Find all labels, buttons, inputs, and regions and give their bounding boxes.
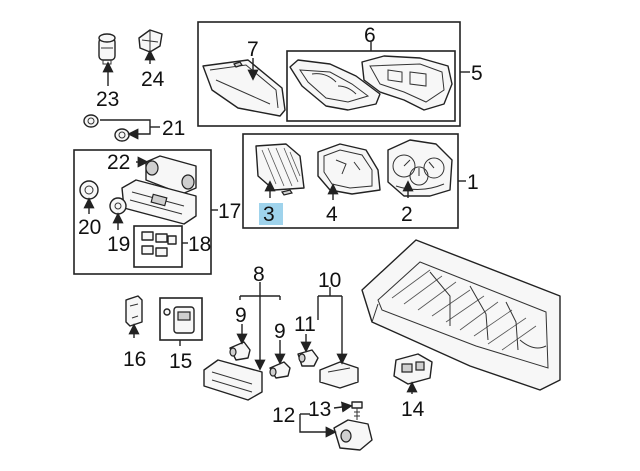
callout-7: 7 [247,38,259,61]
part-12-sensor[interactable] [333,419,373,451]
callout-10: 10 [318,269,341,292]
callout-9-right: 9 [274,320,286,343]
part-9-sensor-left[interactable] [229,341,251,361]
group-frame-5 [197,21,461,127]
callout-3-highlight [259,203,283,225]
part-8-switch-panel[interactable] [203,359,263,401]
part-10-switch[interactable] [319,361,359,389]
callout-1: 1 [467,171,479,194]
part-2-meter[interactable] [387,139,453,197]
part-19-knob[interactable] [109,197,127,215]
callout-19: 19 [107,233,130,256]
part-6-mask-left[interactable] [289,59,381,111]
part-9-sensor-right[interactable] [269,361,291,379]
part-11-sensor[interactable] [297,349,319,367]
part-20-knob[interactable] [79,180,99,200]
dashboard-assembly [361,239,561,391]
part-18-button-set[interactable] [141,231,177,257]
callout-4: 4 [326,203,338,226]
callout-numbers: 1 2 3 4 5 6 7 8 9 9 10 11 12 13 14 15 16… [78,24,483,427]
part-3-lens[interactable] [255,143,305,196]
callout-5: 5 [471,62,483,85]
callout-8: 8 [253,263,265,286]
part-7-lens[interactable] [202,59,286,117]
part-14-switch[interactable] [393,353,433,385]
part-22-knob-assembly[interactable] [145,155,197,195]
callout-20: 20 [78,216,101,239]
callout-22: 22 [107,151,130,174]
callout-14: 14 [401,398,425,421]
callout-9-left: 9 [235,304,247,327]
leader-lines [83,42,470,438]
part-23-socket[interactable] [98,33,116,65]
callout-17: 17 [218,200,241,223]
callout-16: 16 [123,348,146,371]
callout-2: 2 [401,203,413,226]
callout-24: 24 [141,68,165,91]
callout-13: 13 [308,398,331,421]
callout-23: 23 [96,88,119,111]
part-4-mask[interactable] [317,143,381,195]
group-frame-17 [73,149,212,275]
callout-6: 6 [364,24,376,47]
part-24-bulb-holder[interactable] [138,29,163,53]
group-frame-18 [133,225,183,268]
part-6-mask-right[interactable] [361,55,453,111]
callout-12: 12 [272,404,295,427]
callout-21: 21 [162,117,185,140]
part-13-screw[interactable] [351,401,363,420]
callout-11: 11 [294,313,316,336]
part-15-switch[interactable] [163,306,195,334]
callout-3: 3 [263,203,275,226]
group-frame-15 [159,297,203,341]
callout-18: 18 [188,233,211,256]
part-21-bulbs[interactable] [83,114,130,142]
callout-15: 15 [169,350,192,373]
part-16-clip[interactable] [125,295,143,327]
